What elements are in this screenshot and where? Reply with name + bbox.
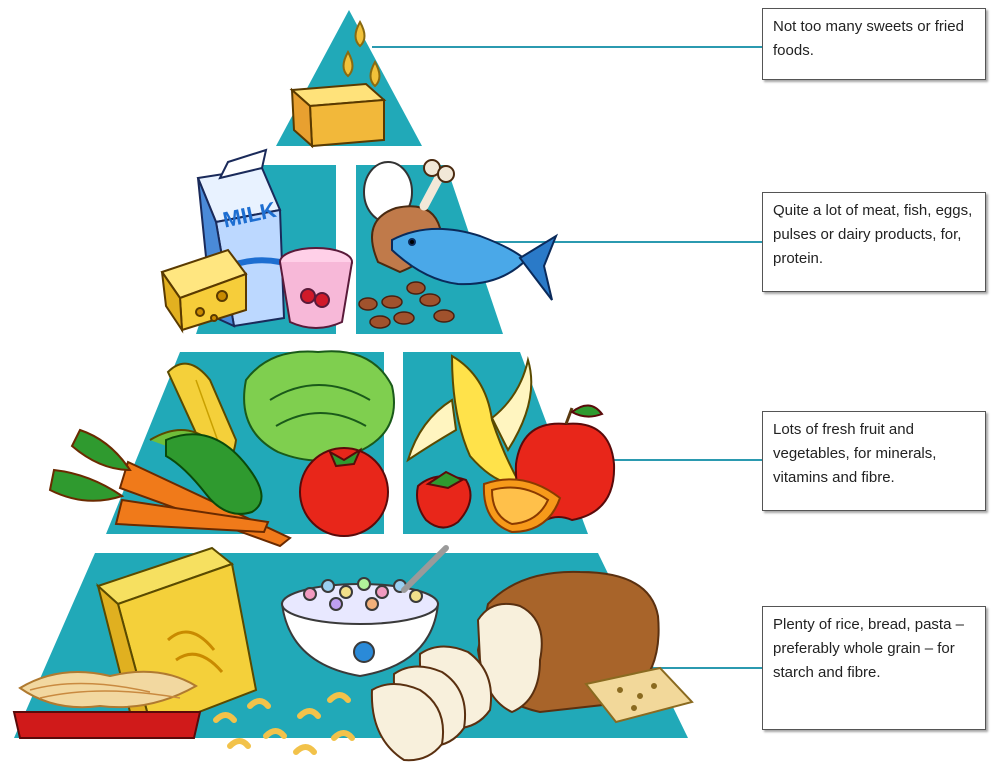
yogurt-icon (280, 248, 352, 328)
callout-text: Quite a lot of meat, fish, eggs, pulses … (773, 202, 972, 267)
callout-sweets-fried: Not too many sweets or fried foods. (762, 8, 986, 80)
lettuce-icon (244, 351, 394, 460)
callout-protein: Quite a lot of meat, fish, eggs, pulses … (762, 192, 986, 292)
callout-fruit-vegetables: Lots of fresh fruit and vegetables, for … (762, 411, 986, 511)
tomato-icon (300, 448, 388, 536)
callout-text: Not too many sweets or fried foods. (773, 18, 964, 59)
butter-icon (292, 84, 384, 146)
callout-text: Plenty of rice, bread, pasta – preferabl… (773, 616, 964, 681)
callout-starch-fibre: Plenty of rice, bread, pasta – preferabl… (762, 606, 986, 730)
callout-text: Lots of fresh fruit and vegetables, for … (773, 421, 936, 486)
